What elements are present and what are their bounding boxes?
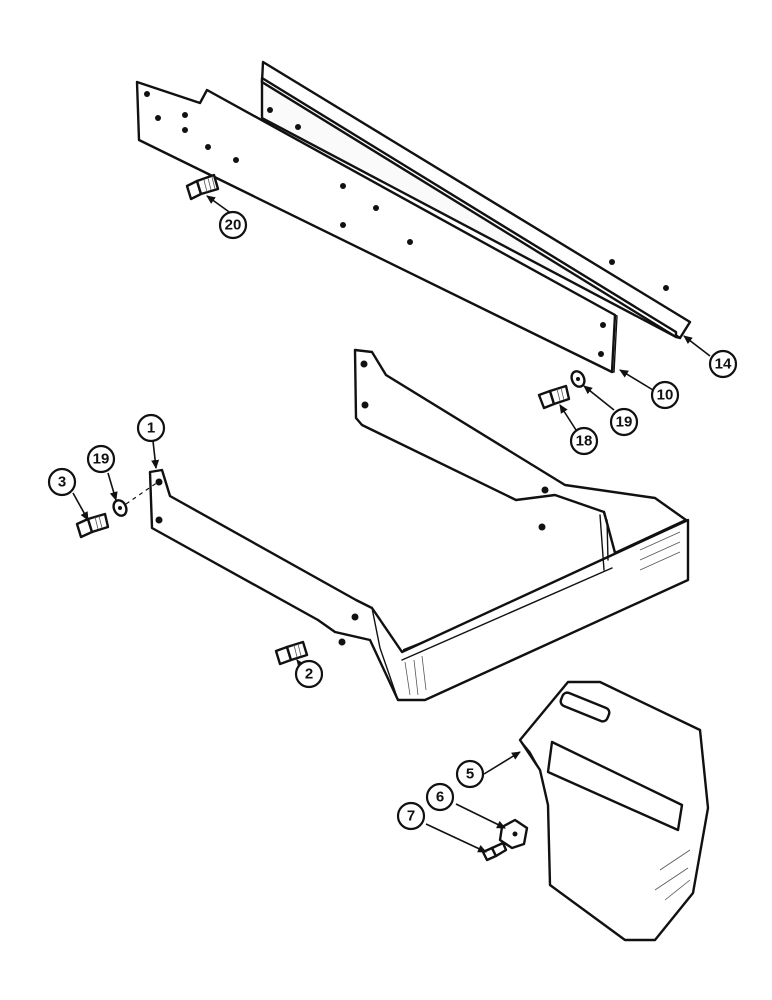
callout-7-label: 7 — [407, 808, 415, 825]
leader-19b — [107, 472, 118, 501]
callout-14-label: 14 — [715, 356, 732, 373]
clamp-6 — [498, 818, 529, 850]
leader-5 — [483, 751, 521, 775]
callout-14: 14 — [708, 349, 738, 379]
alignment-line — [125, 481, 159, 505]
leader-3 — [72, 492, 89, 521]
callout-18-label: 18 — [576, 433, 593, 450]
leader-6 — [455, 803, 506, 829]
bolt-2 — [274, 640, 309, 666]
callout-19-upper: 19 — [609, 407, 639, 437]
bolt-7 — [481, 841, 508, 862]
callout-2: 2 — [294, 659, 324, 689]
frame-1 — [148, 348, 690, 702]
callout-10-label: 10 — [657, 387, 674, 404]
plate-14 — [260, 60, 692, 340]
weight-5 — [518, 680, 710, 942]
bolt-20 — [185, 173, 220, 201]
callout-6: 6 — [425, 782, 455, 812]
callout-6-label: 6 — [436, 789, 444, 806]
plate-10 — [135, 80, 618, 374]
washer-19-lower — [112, 499, 128, 517]
leader-1 — [151, 440, 160, 469]
callout-5: 5 — [455, 759, 485, 789]
callout-19-upper-label: 19 — [616, 414, 633, 431]
callout-5-label: 5 — [466, 766, 474, 783]
callout-10: 10 — [650, 380, 680, 410]
callout-2-label: 2 — [305, 666, 313, 683]
callout-19-lower: 19 — [86, 444, 116, 474]
leader-19a — [583, 385, 615, 411]
callout-3-label: 3 — [58, 474, 66, 491]
bolt-18 — [537, 384, 571, 410]
bolt-3 — [75, 512, 110, 539]
leader-20 — [206, 195, 233, 215]
callout-3: 3 — [47, 467, 77, 497]
callout-7: 7 — [396, 801, 426, 831]
callout-20: 20 — [218, 210, 248, 240]
leader-18 — [559, 404, 577, 431]
leader-14 — [683, 335, 711, 357]
washer-19-upper — [570, 370, 586, 388]
callout-19-lower-label: 19 — [93, 451, 110, 468]
callout-20-label: 20 — [225, 217, 242, 234]
leader-7 — [425, 823, 487, 853]
callout-18: 18 — [569, 426, 599, 456]
callout-1: 1 — [136, 413, 166, 443]
callout-1-label: 1 — [147, 420, 155, 437]
leader-10 — [619, 369, 654, 391]
